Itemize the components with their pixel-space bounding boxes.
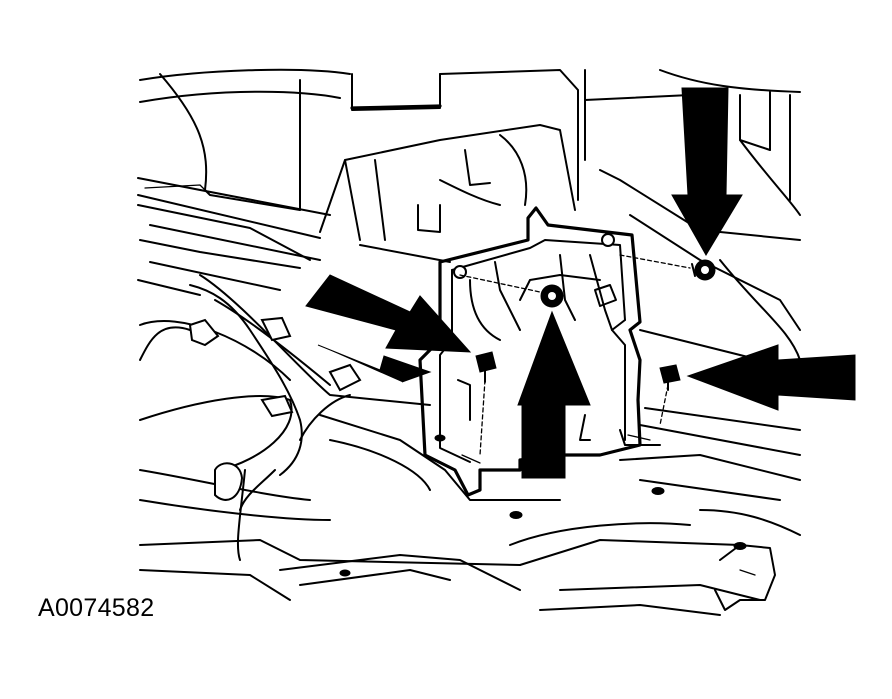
arrow-up-center <box>517 310 591 479</box>
arrow-diagonal-lower-left <box>317 344 432 383</box>
arrow-left-right <box>686 344 856 411</box>
arrow-left-icon <box>686 344 856 411</box>
arrow-down-top-right <box>671 87 743 256</box>
bolt-top-right <box>619 254 716 281</box>
bolt-left <box>475 351 497 456</box>
vehicle-floor-structure <box>137 68 801 616</box>
arrow-diagonal-icon <box>305 274 472 353</box>
arrow-up-icon <box>517 310 591 479</box>
module-bracket <box>418 206 661 497</box>
arrow-down-icon <box>671 87 743 256</box>
bolt-center-top <box>459 274 564 308</box>
arrow-diagonal-upper-left <box>305 274 472 353</box>
arrow-diagonal-icon <box>317 344 432 383</box>
figure-id-label: A0074582 <box>38 594 155 622</box>
bolt-right <box>659 364 681 426</box>
